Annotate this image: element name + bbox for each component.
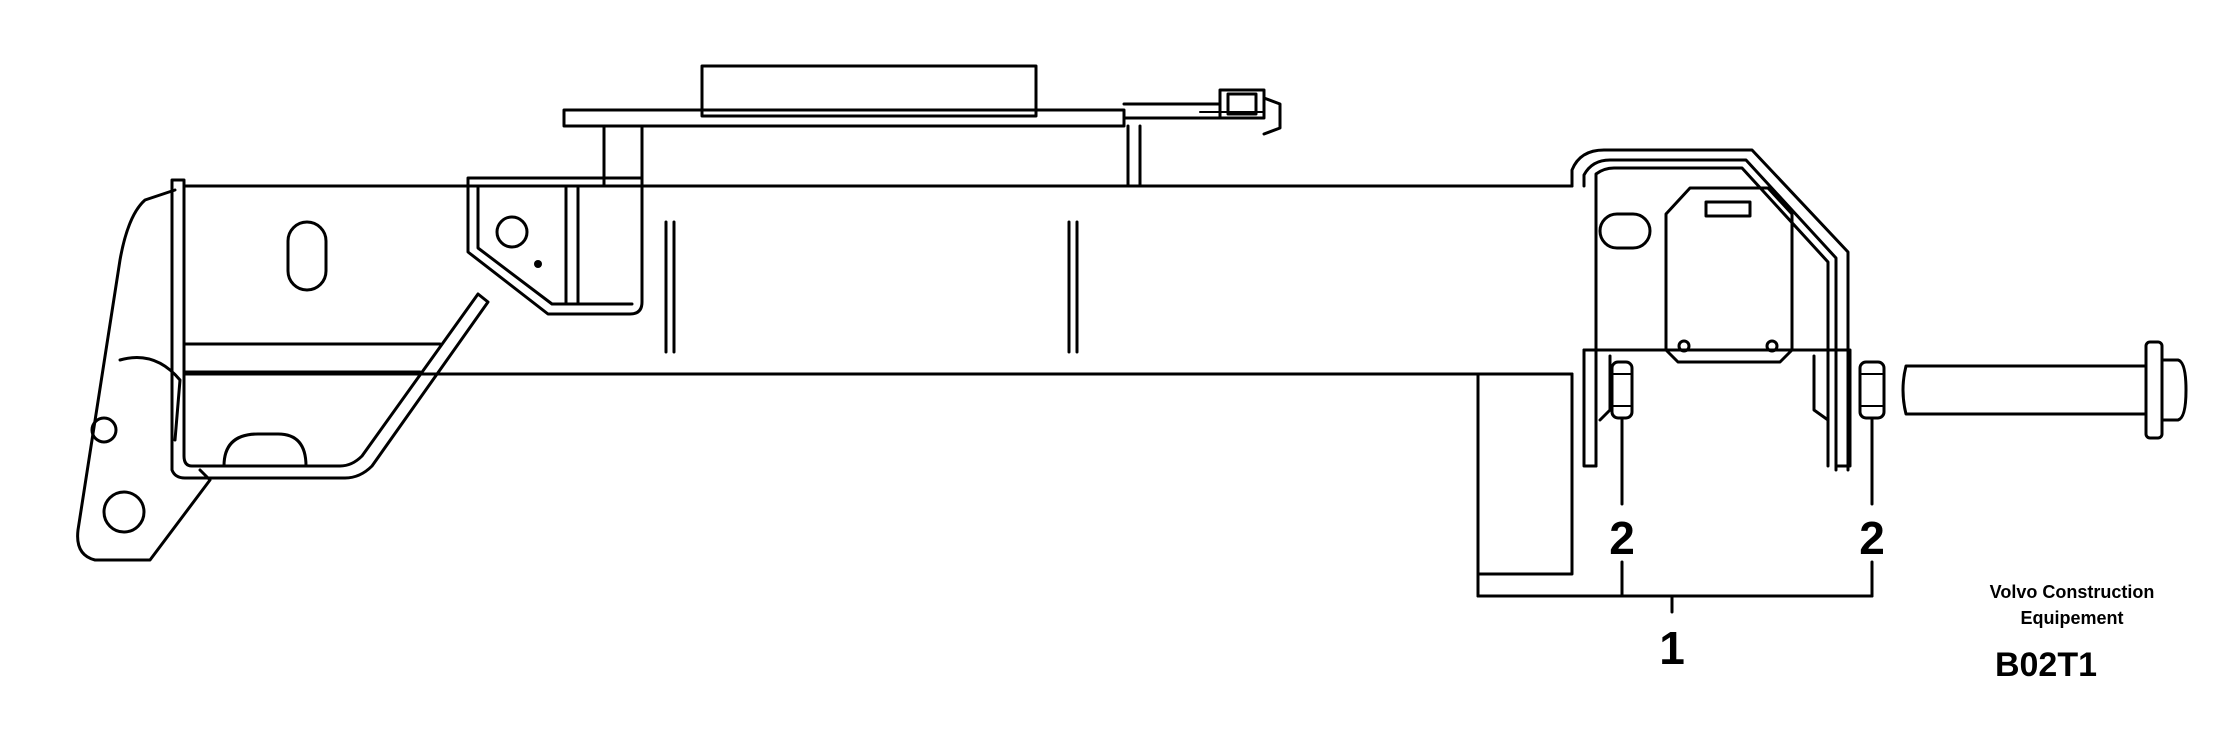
tip-pin-hole-large xyxy=(102,490,146,534)
manufacturer-line-1: Volvo Construction xyxy=(1990,582,2155,602)
arm-boss-bracket xyxy=(1476,148,1852,576)
callout-bushing-left: 2 xyxy=(1609,512,1635,564)
slot-hole-left xyxy=(286,220,328,292)
manufacturer-line-2: Equipement xyxy=(2020,608,2123,628)
cylinder-bracket xyxy=(466,176,644,316)
pin xyxy=(1901,340,2188,440)
callout-bushing-right: 2 xyxy=(1859,512,1885,564)
arm-tip-bracket xyxy=(76,178,490,562)
arm-main-body xyxy=(182,184,1574,376)
bushing-left xyxy=(1610,360,1634,420)
top-plate-assembly xyxy=(562,64,1282,188)
cover-plate xyxy=(1664,186,1794,364)
leader-lines xyxy=(1476,372,1874,614)
slot-hole-right xyxy=(1598,212,1652,250)
callout-assembly: 1 xyxy=(1659,622,1685,674)
bracket-pin-hole xyxy=(495,215,529,249)
tip-pin-hole-small xyxy=(90,416,118,444)
bushing-right xyxy=(1858,360,1886,420)
figure-code: B02T1 xyxy=(1995,646,2097,684)
